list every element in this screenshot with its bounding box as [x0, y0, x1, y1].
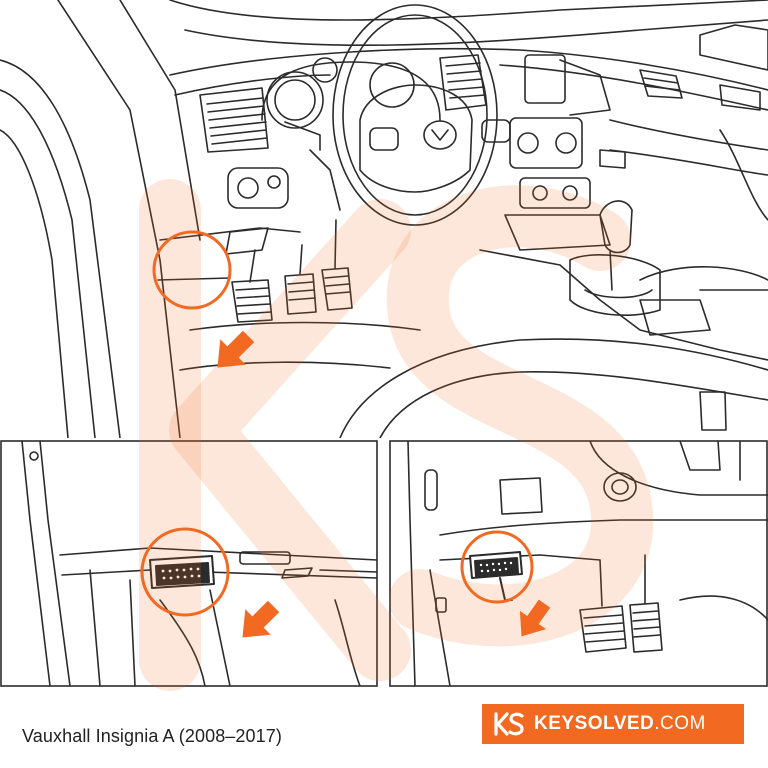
obd-port-icon-left: [149, 555, 215, 589]
arrow-icon-left: [242, 600, 280, 638]
pointer-arrows: [217, 330, 551, 638]
pedals-icon-closeup: [579, 554, 663, 653]
arrow-icon-right: [519, 599, 551, 637]
pedals-icon: [231, 219, 353, 323]
instrument-cluster-icon: [261, 57, 441, 151]
vehicle-caption: Vauxhall Insignia A (2008–2017): [22, 726, 282, 746]
highlight-circle-left: [140, 527, 230, 617]
gear-stick-icon: [569, 200, 661, 316]
brand-name-suffix: .COM: [654, 713, 706, 734]
keysolved-brand-badge[interactable]: KEYSOLVED.COM: [482, 704, 744, 744]
location-highlights: [140, 230, 534, 617]
highlight-circle-right: [460, 530, 534, 604]
arrow-icon-top: [217, 330, 255, 368]
windscreen: [169, 0, 768, 21]
closeup-left-frame: [0, 440, 378, 687]
ks-watermark-icon: [139, 179, 654, 691]
light-switch-icon: [227, 167, 289, 209]
lower-dash: [159, 227, 301, 241]
steering-wheel-icon: [332, 4, 511, 226]
ks-logo-icon: [494, 712, 524, 736]
dashboard: [169, 47, 768, 91]
center-stack-icon: [439, 54, 683, 251]
interior-overview-panel: [0, 0, 768, 438]
closeup-right-panel: [407, 441, 768, 686]
left-air-vent-icon: [199, 87, 269, 153]
closeup-right-frame: [389, 440, 768, 687]
highlight-circle-top: [152, 230, 232, 310]
obd-port-icon-right: [469, 551, 523, 601]
brand-name-bold: KEYSOLVED: [534, 713, 655, 734]
front-seats-icon: [339, 266, 768, 438]
brand-name: KEYSOLVED.COM: [534, 713, 706, 735]
door-frame: [0, 59, 121, 438]
